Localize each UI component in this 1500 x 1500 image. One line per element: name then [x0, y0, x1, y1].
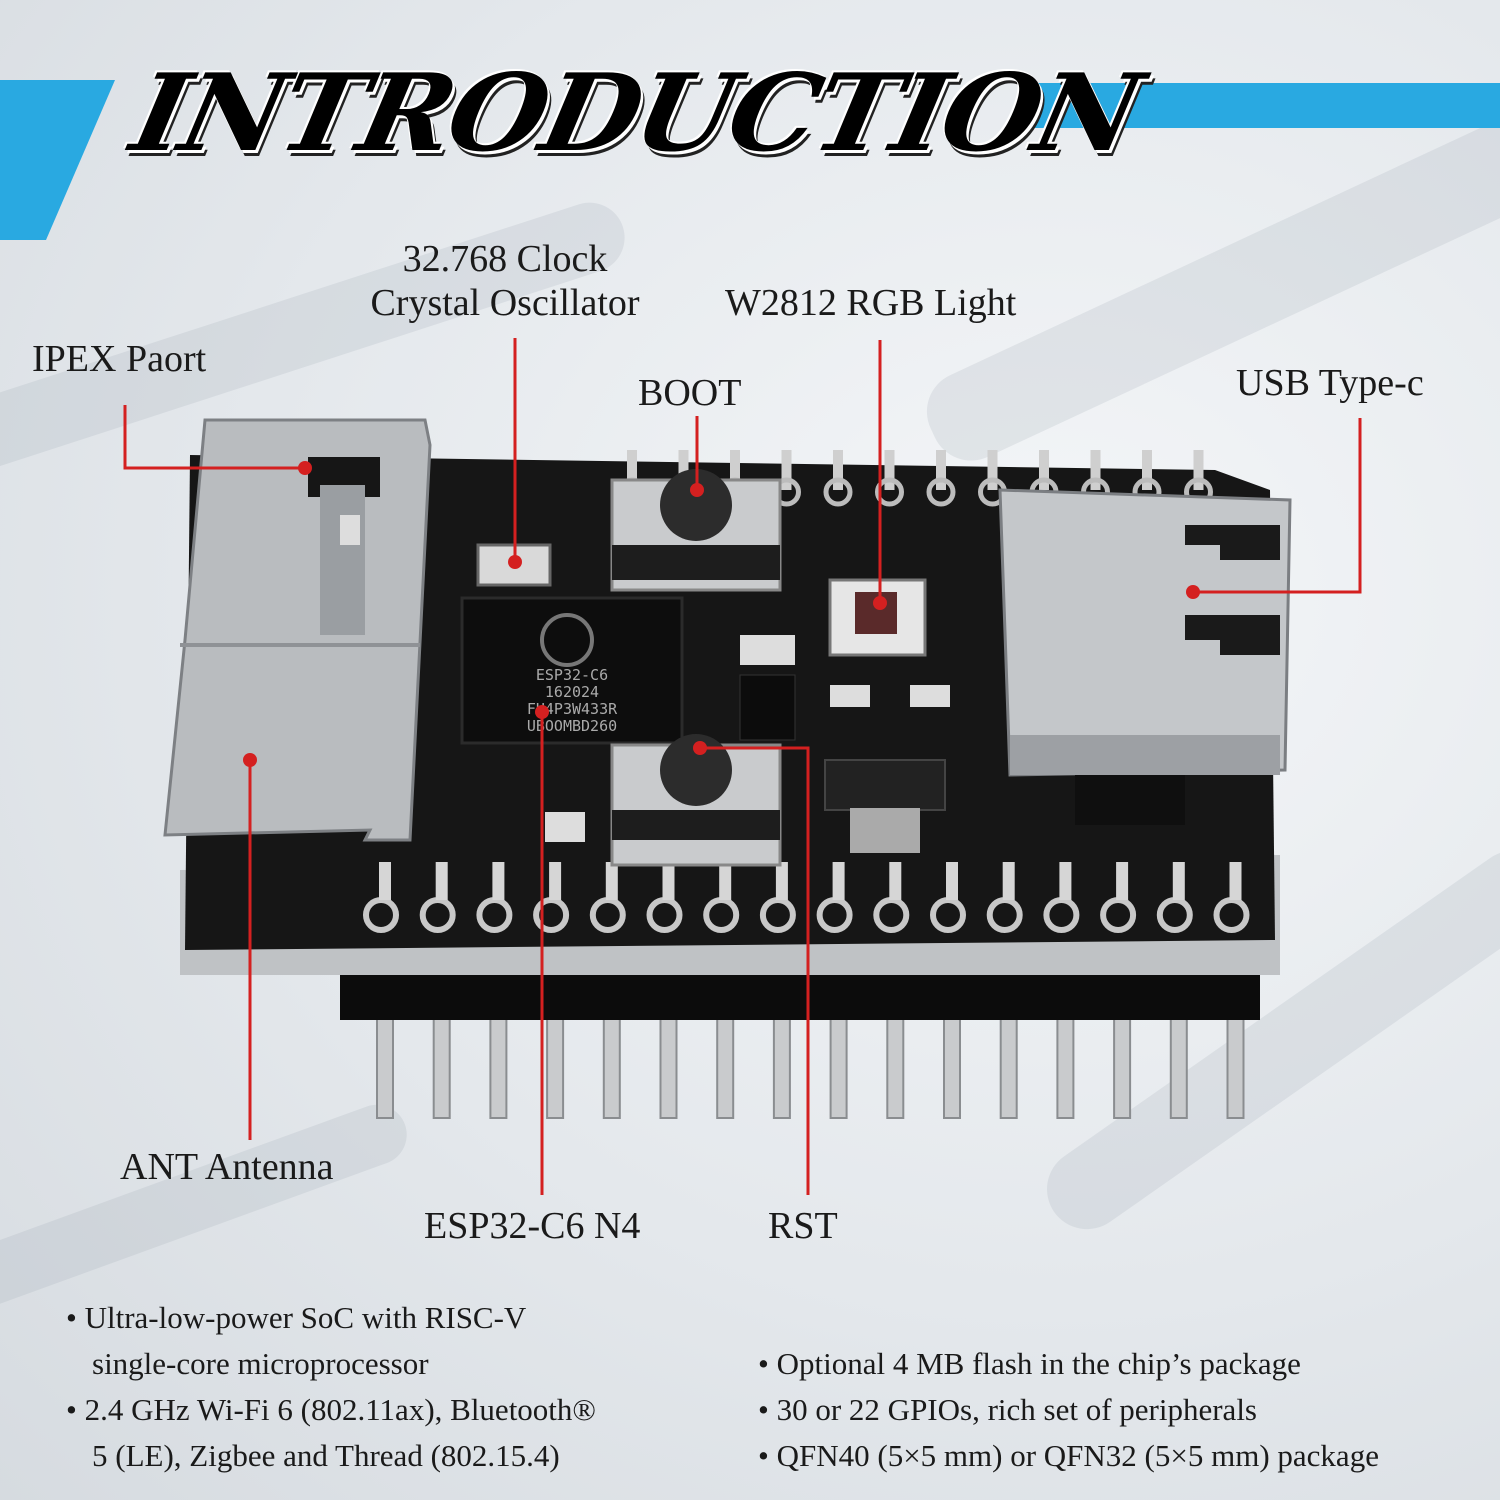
top-pin [1039, 450, 1049, 490]
clock-callout-line2: Crystal Oscillator [370, 281, 640, 324]
header-pin [489, 1009, 508, 1119]
pin-lead [1059, 862, 1072, 900]
header-pin [546, 1009, 565, 1119]
soc-callout: ESP32-C6 N4 [424, 1205, 641, 1247]
header-pin [772, 1009, 791, 1119]
pin-lead [605, 862, 618, 900]
header-pin [1056, 1009, 1075, 1119]
chip-marking-2: 162024 [545, 683, 599, 701]
top-pin [730, 450, 740, 490]
header-pin [1113, 1009, 1132, 1119]
feature-item: • Optional 4 MB flash in the chip’s pack… [758, 1346, 1301, 1381]
top-pins [627, 450, 1204, 490]
header-pin [716, 1009, 735, 1119]
header-pin [432, 1009, 451, 1119]
smd-part [340, 515, 360, 545]
rst-button-cap [660, 734, 732, 806]
top-pin [884, 450, 895, 490]
smd-part [910, 685, 950, 707]
header-pin [376, 1009, 394, 1119]
usb-callout: USB Type-c [1236, 362, 1424, 404]
pin-lead [1002, 862, 1015, 900]
pin-pad [823, 477, 853, 507]
boot-callout: BOOT [638, 372, 742, 414]
bottom-pads [363, 862, 1250, 933]
pin-lead [549, 862, 562, 900]
feature-item: • 2.4 GHz Wi-Fi 6 (802.11ax), Bluetooth® [66, 1392, 596, 1427]
header-pins [376, 1009, 1245, 1119]
pin-pad [875, 477, 904, 507]
features-left: • Ultra-low-power SoC with RISC-V single… [66, 1295, 596, 1479]
feature-item: • QFN40 (5×5 mm) or QFN32 (5×5 mm) packa… [758, 1438, 1379, 1473]
boot-button-cap [660, 469, 732, 541]
feature-item: 5 (LE), Zigbee and Thread (802.15.4) [92, 1438, 560, 1473]
pin-lead [946, 862, 958, 900]
header-pin [602, 1009, 621, 1119]
pin-lead [379, 862, 391, 900]
chip-marking-1: ESP32-C6 [536, 666, 608, 684]
callout-dots [243, 461, 1200, 767]
header-pin [1226, 1009, 1245, 1119]
clock-callout: 32.768 Clock Crystal Oscillator [340, 238, 670, 325]
header-pin [829, 1009, 848, 1119]
top-pin [936, 450, 946, 490]
feature-item: • Ultra-low-power SoC with RISC-V [66, 1300, 527, 1335]
features-right: • Optional 4 MB flash in the chip’s pack… [758, 1341, 1379, 1479]
ipex-connector [320, 485, 365, 635]
top-pin [987, 450, 998, 490]
rst-callout: RST [768, 1205, 838, 1247]
feature-item: single-core microprocessor [92, 1346, 429, 1381]
smd-part [545, 812, 585, 842]
feature-item: • 30 or 22 GPIOs, rich set of peripheral… [758, 1392, 1257, 1427]
pin-lead [435, 862, 448, 900]
pin-lead [662, 862, 675, 900]
top-pin [627, 450, 637, 490]
top-pin [781, 450, 792, 490]
espressif-logo [540, 613, 594, 667]
smd-part [830, 685, 870, 707]
accent-stripe-right [1020, 83, 1500, 128]
clock-callout-line1: 32.768 Clock [402, 238, 608, 280]
callout-lines [123, 338, 1362, 1195]
top-pin [833, 450, 843, 490]
header-pin [943, 1009, 961, 1119]
pin-lead [1229, 862, 1242, 900]
chip-marking-3: FH4P3W433R [527, 700, 618, 718]
usb-c-connector [998, 488, 1292, 777]
top-pin [1142, 450, 1152, 490]
pin-lead [1172, 862, 1185, 900]
antenna-shield [163, 418, 432, 842]
top-pin [1193, 450, 1204, 490]
pin-lead [832, 862, 845, 900]
pin-lead [775, 862, 788, 900]
header-pin [886, 1009, 905, 1119]
esp32-chip [460, 596, 684, 745]
top-pin [1090, 450, 1101, 490]
ipex-callout: IPEX Paort [32, 338, 207, 380]
voltage-regulator [824, 759, 946, 811]
rgb-callout: W2812 RGB Light [725, 282, 1017, 324]
chip-marking-4: UBOOMBD260 [527, 717, 617, 735]
pin-lead [1116, 862, 1129, 900]
antenna-callout: ANT Antenna [120, 1146, 334, 1188]
header-pin [999, 1009, 1018, 1119]
pin-pad [926, 477, 956, 507]
top-pin [678, 450, 689, 490]
header-pin [659, 1009, 678, 1119]
smd-part [740, 635, 795, 665]
pin-lead [889, 862, 902, 900]
smd-part [739, 674, 796, 741]
pin-lead [719, 862, 732, 900]
header-pin [1169, 1009, 1188, 1119]
pin-lead [492, 862, 505, 900]
